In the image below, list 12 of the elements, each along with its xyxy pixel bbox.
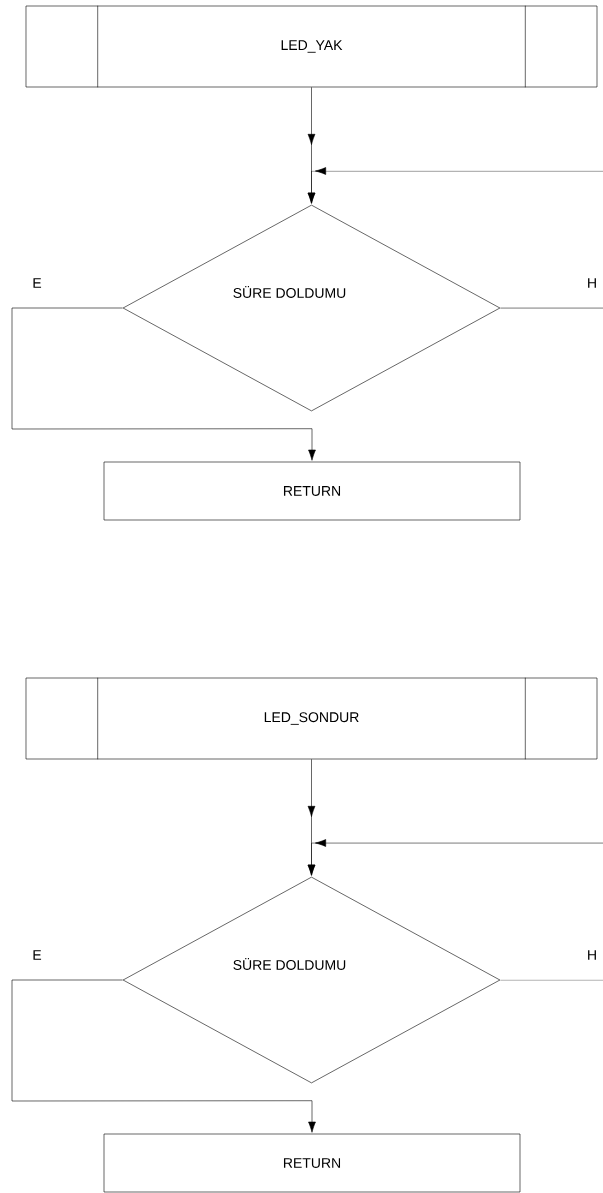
edge-label: E	[31, 277, 43, 289]
process-box: RETURN	[103, 1133, 521, 1193]
arrow	[11, 307, 316, 461]
process-box: RETURN	[103, 461, 521, 521]
arrow	[307, 839, 603, 876]
arrow	[11, 979, 316, 1133]
subroutine-box: LED_SONDUR	[25, 677, 598, 760]
edge-label: H	[585, 949, 599, 961]
edge-label: E	[31, 949, 43, 961]
edge-label: H	[585, 277, 599, 289]
subroutine-box: LED_YAK	[25, 5, 598, 88]
arrow	[307, 167, 603, 204]
